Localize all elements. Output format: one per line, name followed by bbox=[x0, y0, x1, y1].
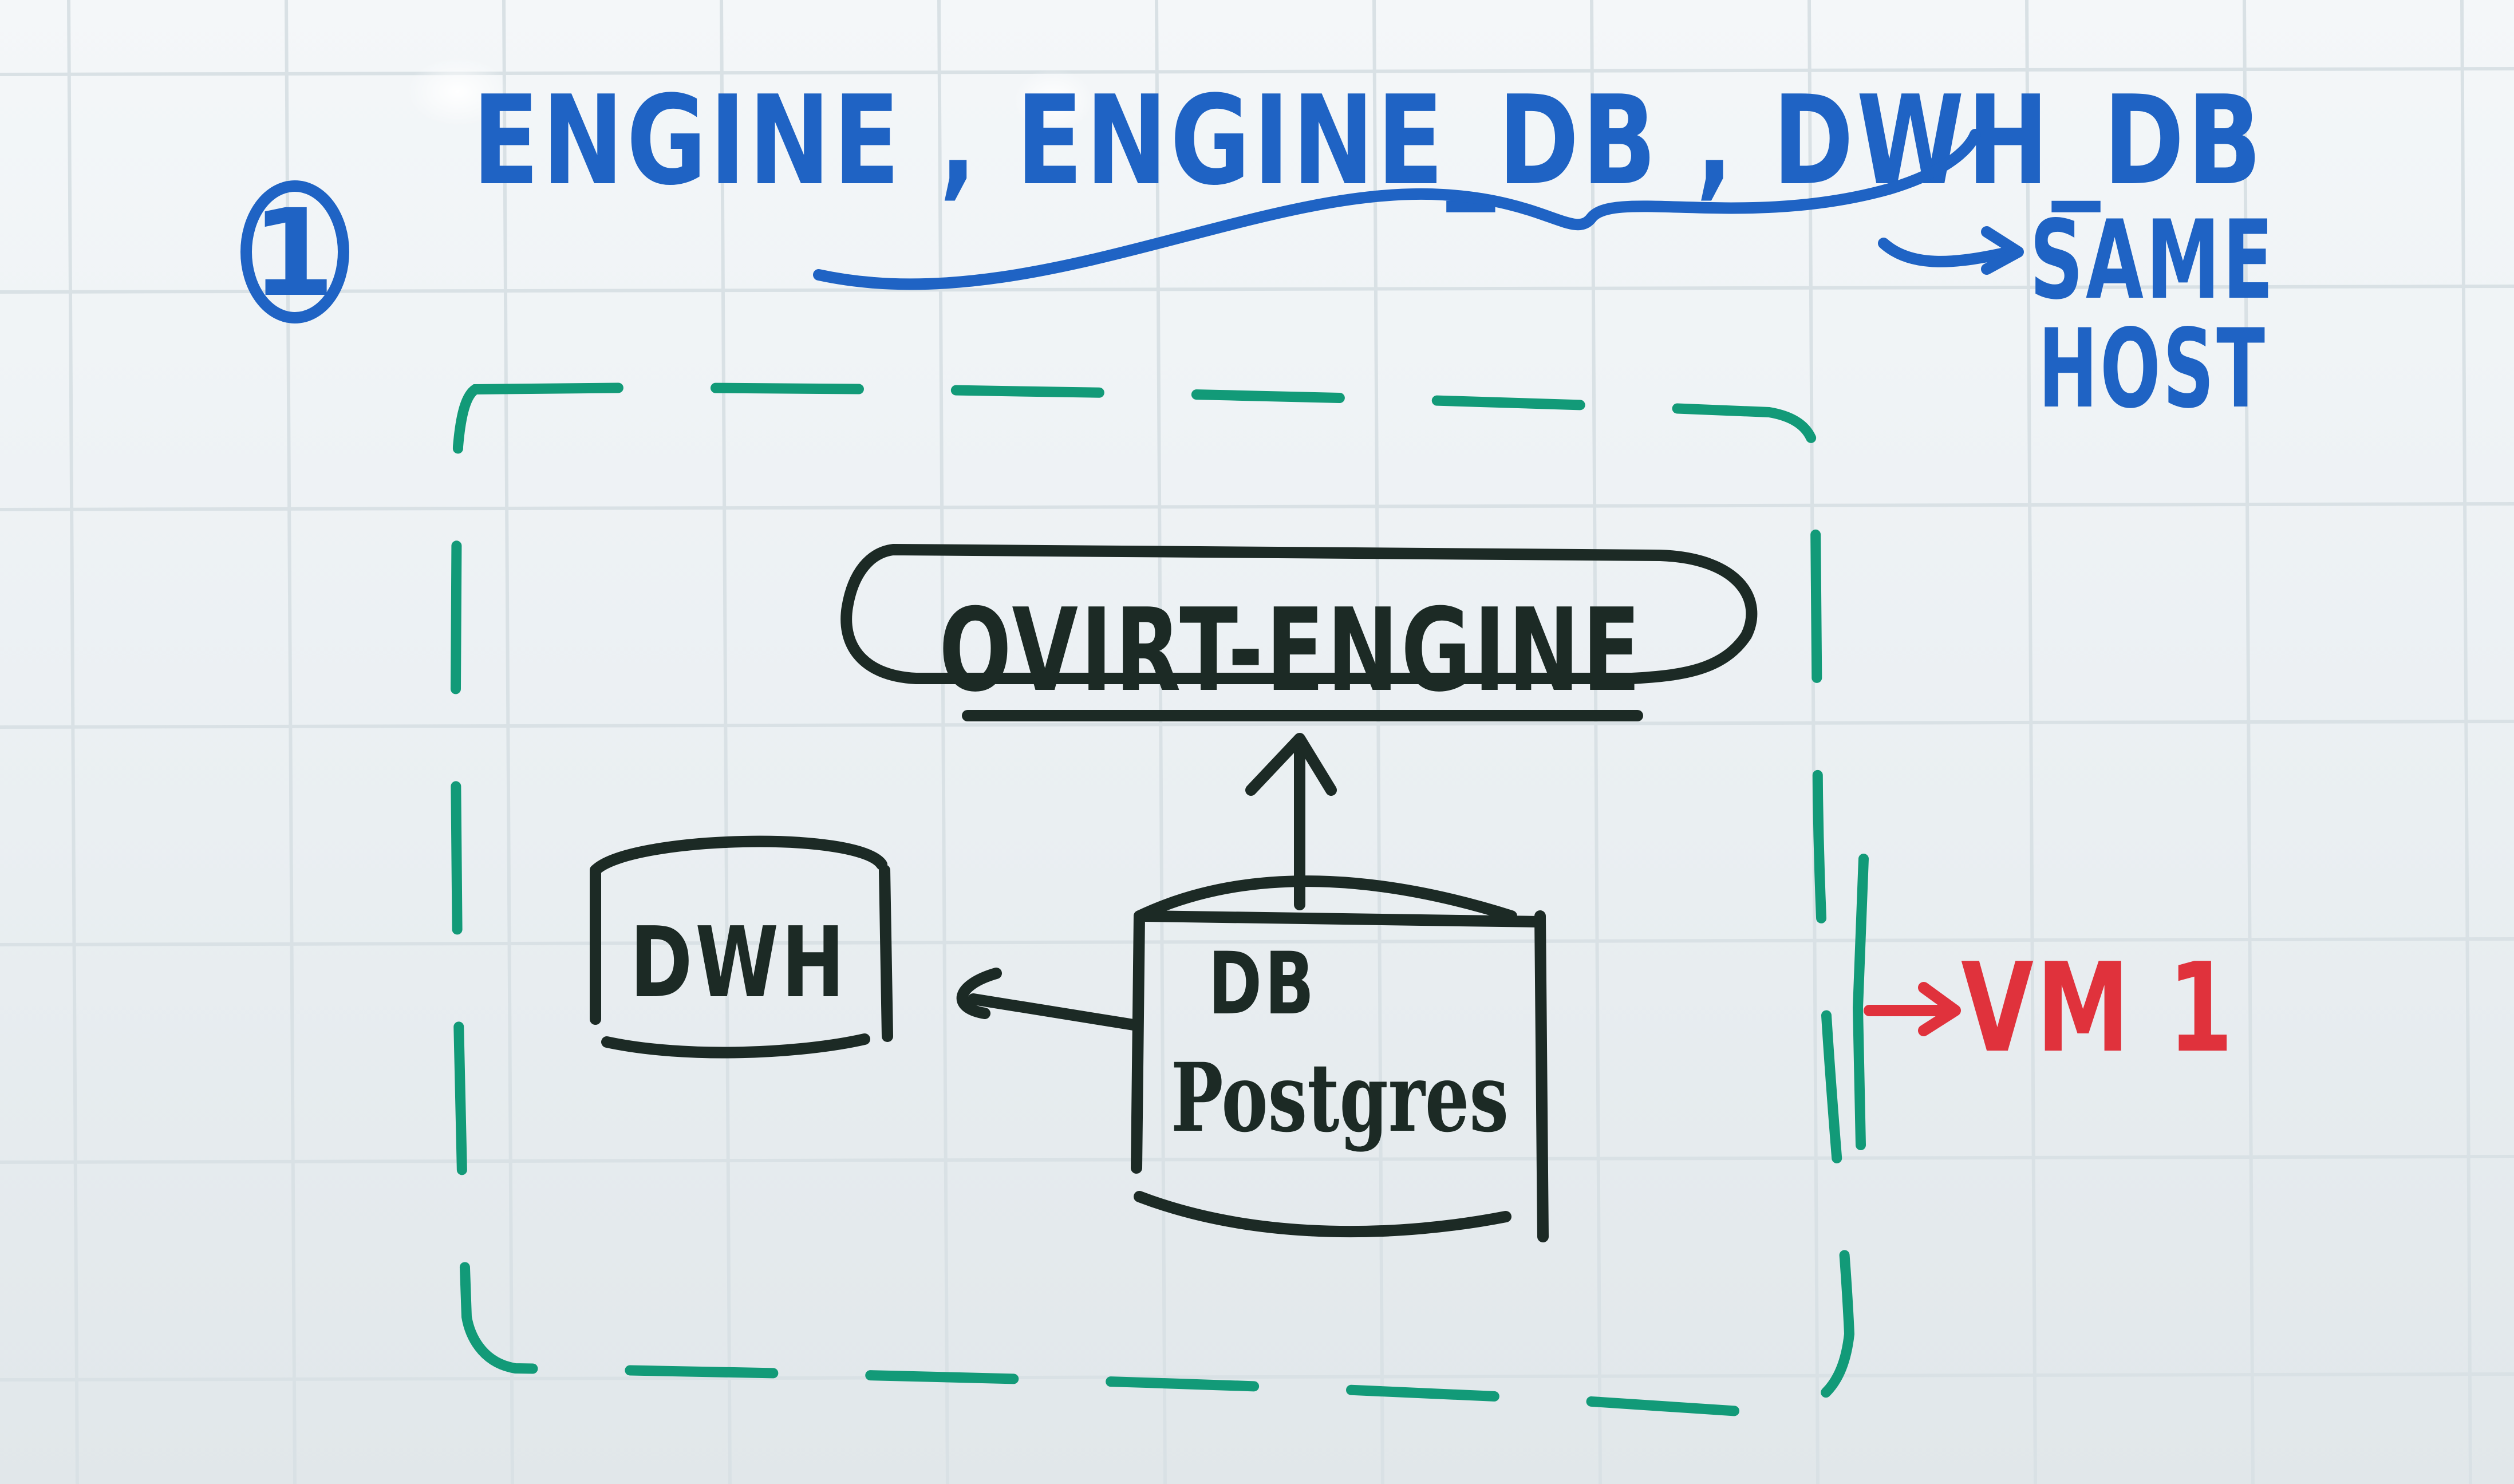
arrowhead-note bbox=[1981, 226, 2024, 275]
grid-line bbox=[0, 502, 2514, 511]
glare bbox=[406, 57, 510, 126]
grid-line bbox=[285, 0, 297, 1484]
dwh-label: DWH bbox=[630, 906, 847, 1020]
vm-label: VM 1 bbox=[1961, 936, 2236, 1080]
grid-line bbox=[1590, 0, 1602, 1484]
vm-boundary bbox=[450, 382, 1869, 1420]
components-group bbox=[590, 544, 1758, 1242]
grid-line bbox=[0, 720, 2514, 729]
vm-dashed-border bbox=[450, 382, 1855, 1420]
db-label: DB bbox=[1208, 934, 1317, 1034]
arrowhead-engine bbox=[1245, 733, 1337, 796]
grid-line bbox=[0, 1155, 2514, 1164]
dwh-cylinder-right bbox=[879, 865, 893, 1042]
component-labels: OVIRT-ENGINE DWH DB Postgres bbox=[630, 584, 1643, 1153]
header-group: 1 ENGINE , ENGINE_DB , DWH_DB SAME HOST bbox=[240, 69, 2276, 432]
grid-line bbox=[0, 937, 2514, 946]
step-number: 1 bbox=[251, 183, 338, 323]
grid-line bbox=[937, 0, 949, 1484]
db-cylinder-left bbox=[1131, 910, 1145, 1174]
engine-capsule bbox=[840, 544, 1758, 684]
arrowhead-vm-label bbox=[1918, 982, 1961, 1036]
grid-line bbox=[720, 0, 732, 1484]
db-cylinder-bottom bbox=[1134, 1191, 1511, 1238]
db-cylinder-lid bbox=[1139, 910, 1546, 928]
grid-line bbox=[0, 1372, 2514, 1382]
engine-label: OVIRT-ENGINE bbox=[939, 584, 1643, 717]
dwh-cylinder-top bbox=[590, 835, 887, 876]
vm-label-group: VM 1 bbox=[1864, 936, 2236, 1080]
note-line-2: HOST bbox=[2038, 306, 2267, 432]
dwh-cylinder-bottom bbox=[601, 1033, 870, 1059]
db-cylinder-right bbox=[1534, 910, 1549, 1242]
grid-line bbox=[502, 0, 514, 1484]
arrow-to-note bbox=[1878, 238, 2015, 267]
glare bbox=[1013, 69, 1094, 132]
brace-curve bbox=[813, 129, 1981, 290]
grid-line bbox=[2460, 0, 2472, 1484]
grid-line bbox=[1807, 0, 1820, 1484]
db-cylinder-top bbox=[1134, 875, 1517, 922]
grid-line bbox=[2025, 0, 2037, 1484]
number-circle bbox=[240, 180, 349, 323]
arrowhead-dwh bbox=[956, 968, 1002, 1019]
postgres-label: Postgres bbox=[1171, 1042, 1509, 1153]
vm-bracket bbox=[1852, 854, 1869, 1150]
grid-line bbox=[0, 285, 2514, 294]
note-line-1: SAME bbox=[2030, 197, 2276, 323]
grid-line bbox=[2243, 0, 2255, 1484]
arrow-db-to-dwh bbox=[968, 993, 1139, 1031]
grid-line bbox=[67, 0, 79, 1484]
components-title: ENGINE , ENGINE_DB , DWH_DB bbox=[472, 69, 2264, 212]
